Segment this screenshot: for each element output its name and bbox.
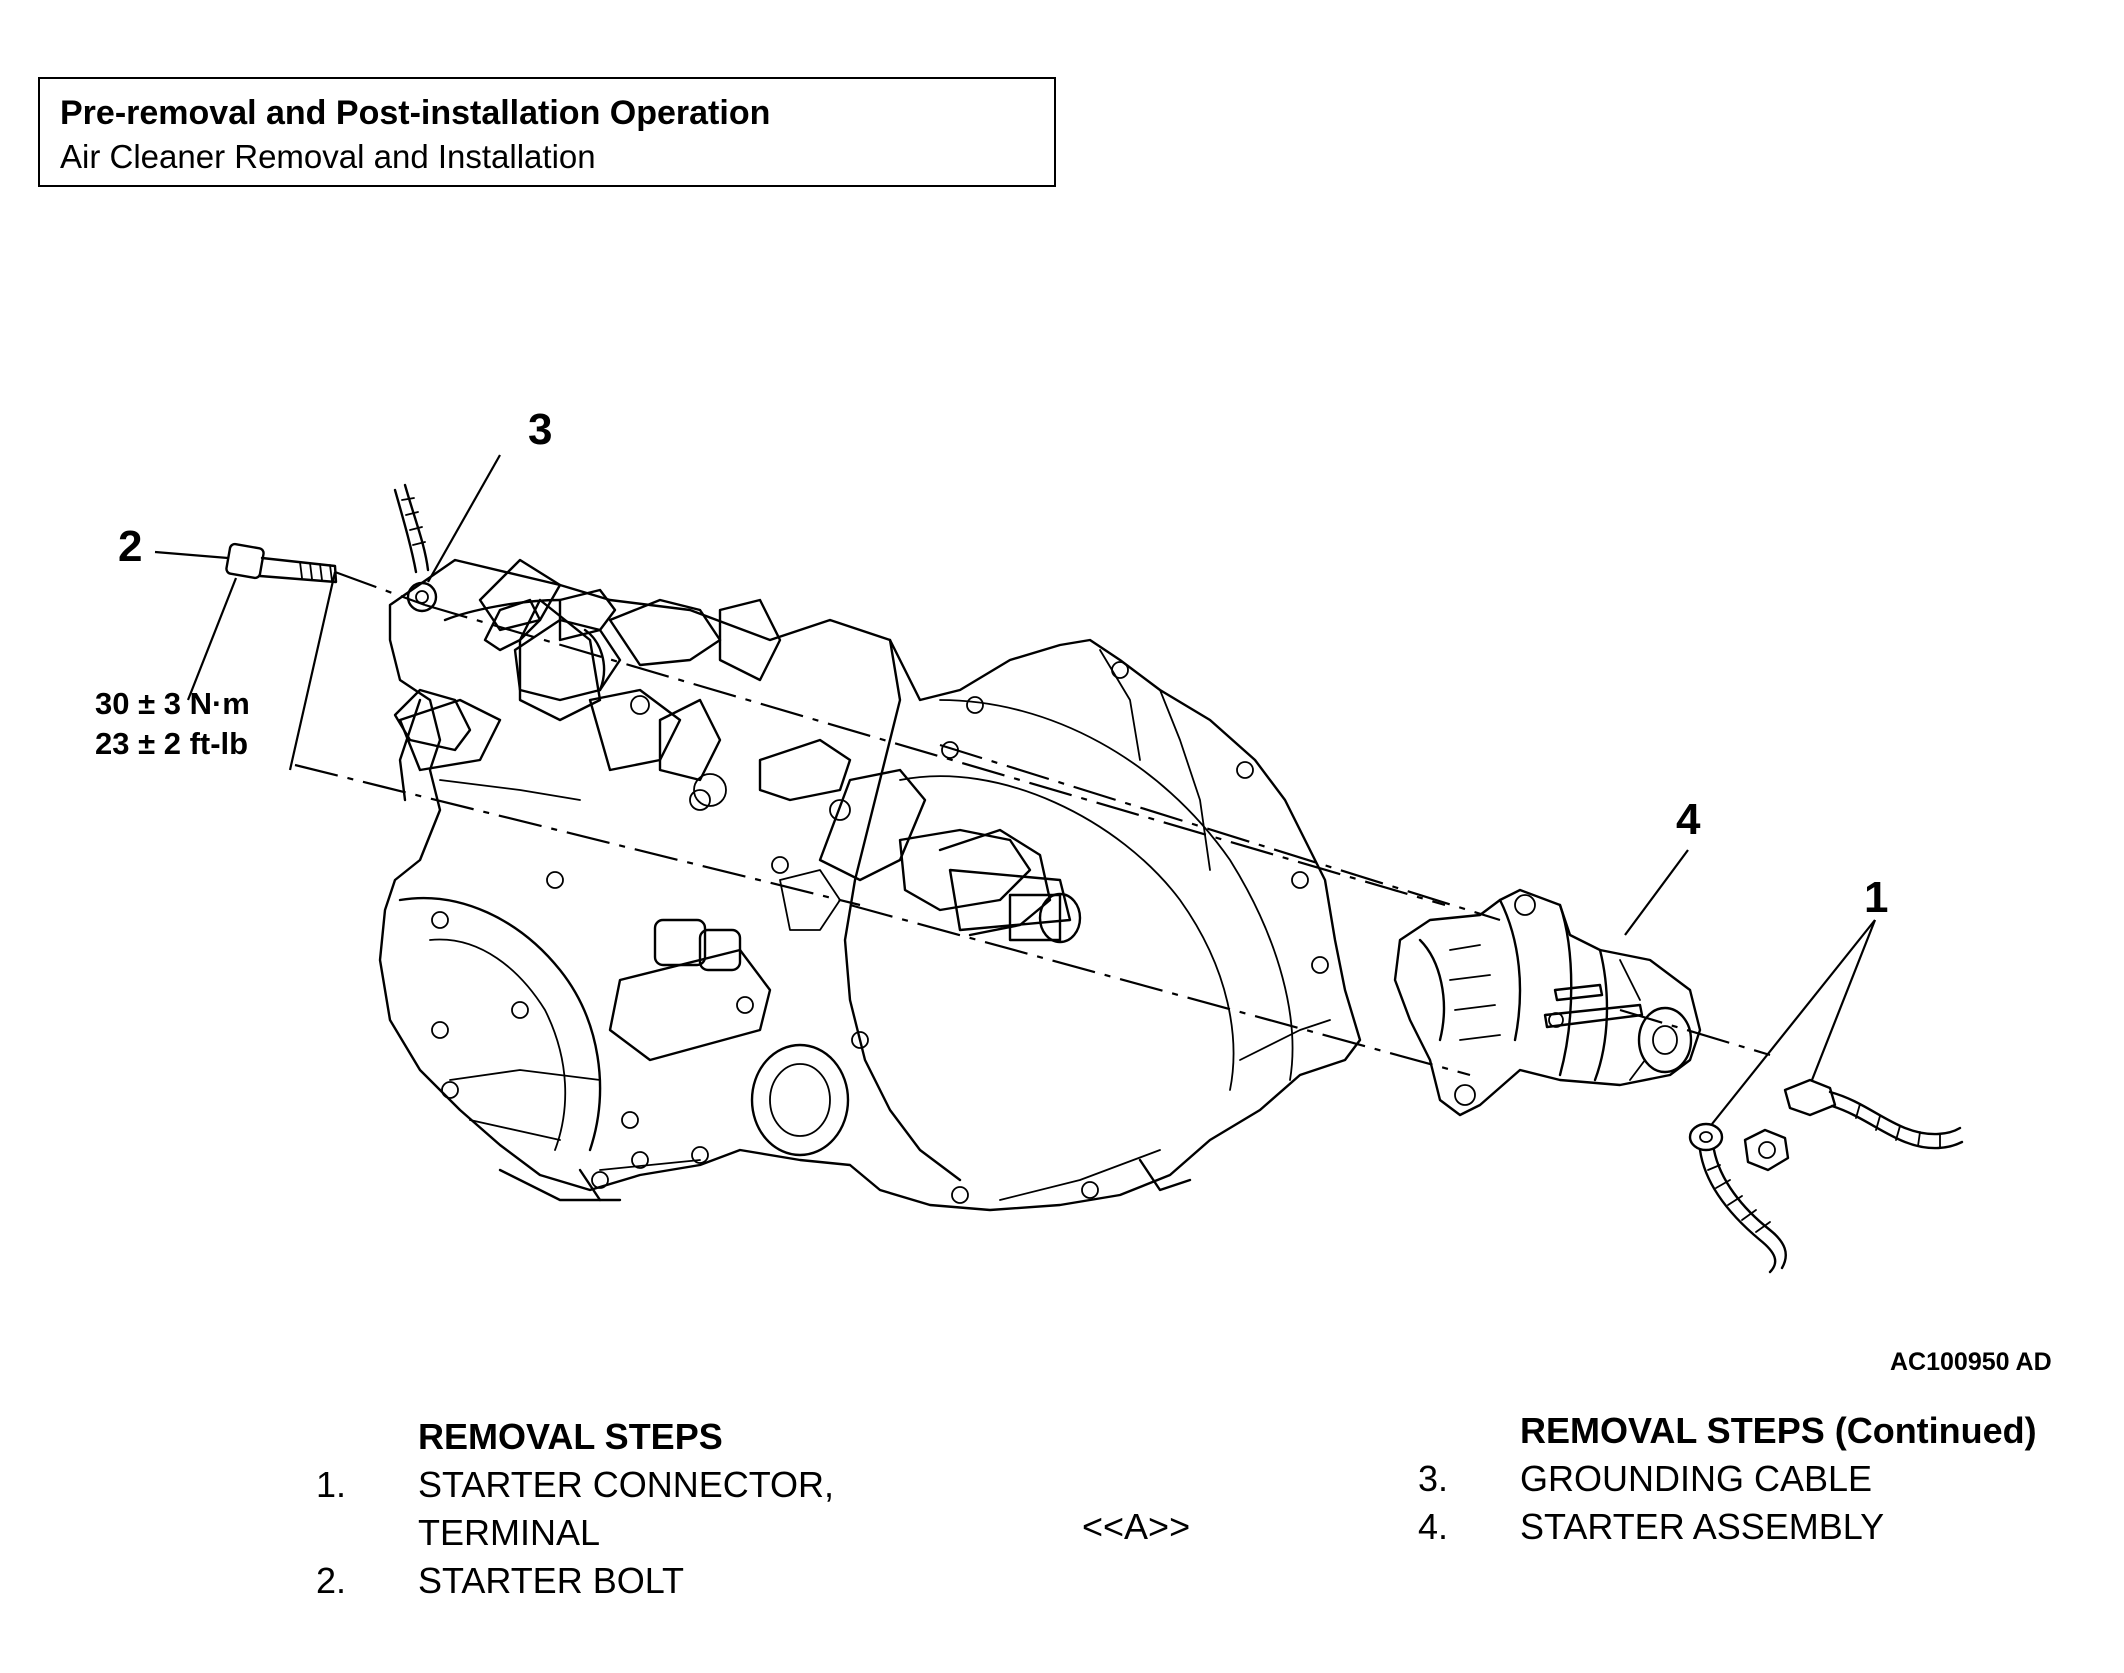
operation-box: Pre-removal and Post-installation Operat…: [38, 77, 1056, 187]
release-cylinder: [393, 598, 1052, 937]
step-number: 3.: [1418, 1458, 1449, 1499]
operation-title: Pre-removal and Post-installation Operat…: [60, 94, 771, 132]
callout-2: 2: [118, 522, 143, 571]
procedure-marker-a: <<A>>: [1082, 1506, 1191, 1547]
callout-1: 1: [1864, 873, 1889, 922]
grounding-cable: [393, 483, 438, 613]
removal-steps-heading: REMOVAL STEPS: [418, 1416, 723, 1457]
step-text: GROUNDING CABLE: [1520, 1458, 1873, 1499]
torque-spec: 30 ± 3 N·m 23 ± 2 ft-lb: [95, 684, 250, 764]
step-text: STARTER CONNECTOR, TERMINAL: [418, 1464, 835, 1553]
step-number: 4.: [1418, 1506, 1449, 1547]
removal-steps-continued: REMOVAL STEPS (Continued) 3. GROUNDING C…: [1418, 1407, 2037, 1551]
step-number: 1.: [316, 1464, 347, 1505]
alignment-lines: [294, 570, 1771, 1077]
callout-4: 4: [1676, 795, 1701, 844]
removal-step-3: 3. GROUNDING CABLE: [1418, 1455, 2037, 1503]
torque-metric: 30 ± 3 N·m: [95, 686, 250, 721]
callout-3: 3: [528, 405, 553, 454]
operation-subtitle: Air Cleaner Removal and Installation: [60, 138, 596, 175]
removal-step-4: 4. STARTER ASSEMBLY: [1418, 1503, 2037, 1551]
figure-code: AC100950 AD: [1890, 1348, 2052, 1376]
starter-bolt: [225, 542, 338, 584]
starter-assembly: [1393, 888, 1702, 1117]
starter-connector: [1783, 1078, 1964, 1150]
step-number: 2.: [316, 1560, 347, 1601]
transmission-case: [378, 558, 1362, 1212]
removal-step-1: 1. STARTER CONNECTOR, TERMINAL: [316, 1461, 834, 1557]
starter-terminal: [1688, 1122, 1790, 1274]
removal-step-2: 2. STARTER BOLT: [316, 1557, 834, 1605]
step-text: STARTER ASSEMBLY: [1520, 1506, 1885, 1547]
torque-imperial: 23 ± 2 ft-lb: [95, 726, 249, 761]
removal-steps-continued-heading: REMOVAL STEPS (Continued): [1520, 1410, 2037, 1451]
removal-steps: REMOVAL STEPS 1. STARTER CONNECTOR, TERM…: [316, 1413, 834, 1605]
leader-lines: [154, 454, 1877, 1125]
step-text: STARTER BOLT: [418, 1560, 685, 1601]
